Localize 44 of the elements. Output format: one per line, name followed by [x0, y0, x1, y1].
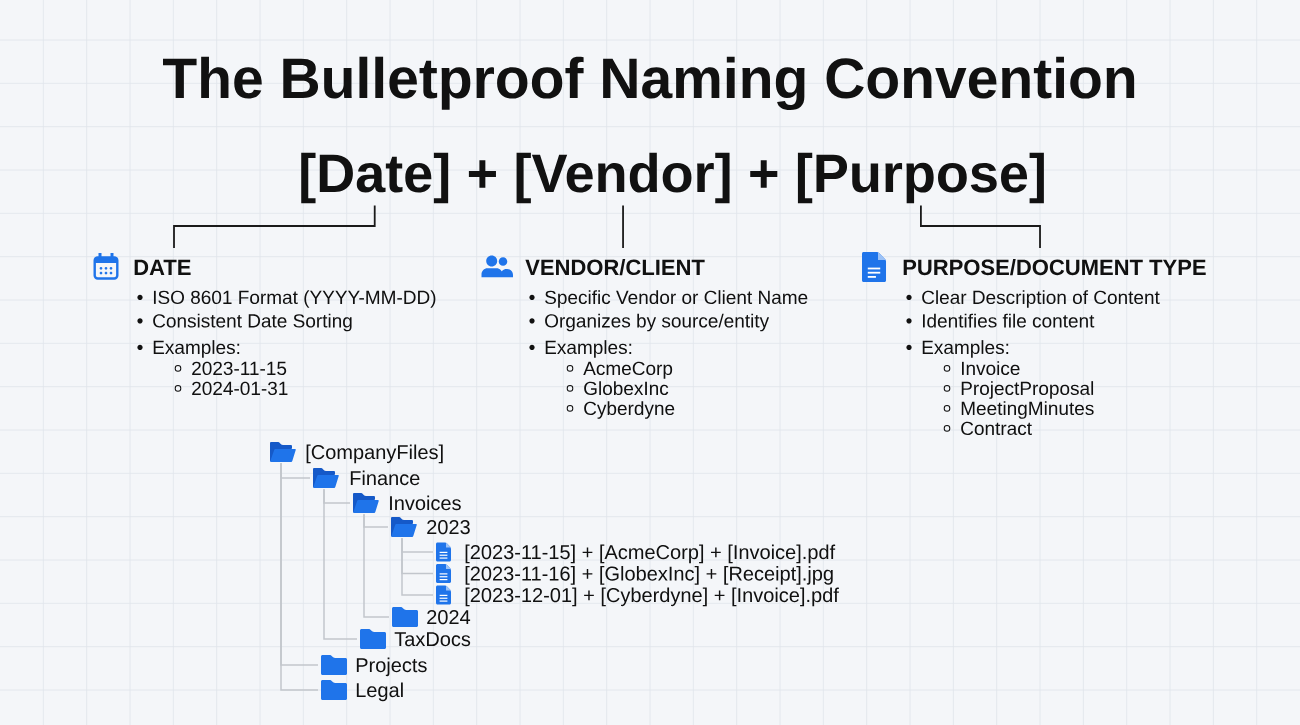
list-item: Consistent Date Sorting [153, 313, 352, 332]
folder-name: [CompanyFiles] [306, 444, 443, 464]
plus-sign: + [468, 160, 496, 188]
list-item: Identifies file content [922, 313, 1095, 328]
folder-name: Projects [356, 657, 427, 677]
list-item: Clear Description of Content [922, 290, 1160, 308]
column-heading: PURPOSE/DOCUMENT TYPE [903, 258, 1206, 276]
example-item: Contract [961, 421, 1032, 436]
connector-line [173, 204, 376, 249]
file-name: [2023-11-16] + [GlobexInc] + [Receipt].jpg [465, 566, 833, 585]
tree-line [323, 488, 358, 640]
example-item: ProjectProposal [961, 381, 1094, 399]
example-item: Invoice [961, 361, 1020, 376]
list-item: Examples: [545, 340, 632, 358]
column-heading: VENDOR/CLIENT [525, 258, 705, 276]
example-item: GlobexInc [584, 381, 669, 396]
list-item: Examples: [922, 340, 1009, 358]
list-item: ISO 8601 Format (YYYY-MM-DD) [153, 290, 436, 308]
file-name: [2023-11-15] + [AcmeCorp] + [Invoice].pdf [465, 544, 836, 564]
connector-line [920, 204, 1041, 249]
formula-term: [Date] [301, 152, 449, 204]
folder-name: Finance [350, 470, 420, 486]
folder-name: 2024 [427, 610, 471, 625]
list-item: Examples: [153, 340, 240, 358]
folder-name: 2023 [427, 520, 470, 535]
example-item: Cyberdyne [584, 401, 675, 419]
folder-name: TaxDocs [394, 632, 471, 647]
title: The Bulletproof Naming Convention [163, 56, 1135, 111]
folder-name: Legal [356, 682, 403, 702]
plus-sign: + [750, 160, 778, 188]
list-item: Organizes by source/entity [545, 313, 770, 332]
formula-term: [Vendor] [516, 152, 730, 204]
example-item: AcmeCorp [583, 361, 673, 379]
connector-line [622, 204, 624, 249]
example-item: 2023-11-15 [192, 361, 287, 376]
tree-line [363, 513, 390, 618]
tree-line [401, 537, 434, 596]
example-item: MeetingMinutes [961, 401, 1094, 419]
formula-term: [Purpose] [797, 152, 1044, 204]
example-item: 2024-01-31 [192, 381, 288, 396]
folder-name: Invoices [390, 495, 461, 511]
list-item: Specific Vendor or Client Name [545, 290, 808, 308]
column-heading: DATE [134, 259, 191, 275]
file-name: [2023-12-01] + [Cyberdyne] + [Invoice].pdf [465, 587, 839, 607]
